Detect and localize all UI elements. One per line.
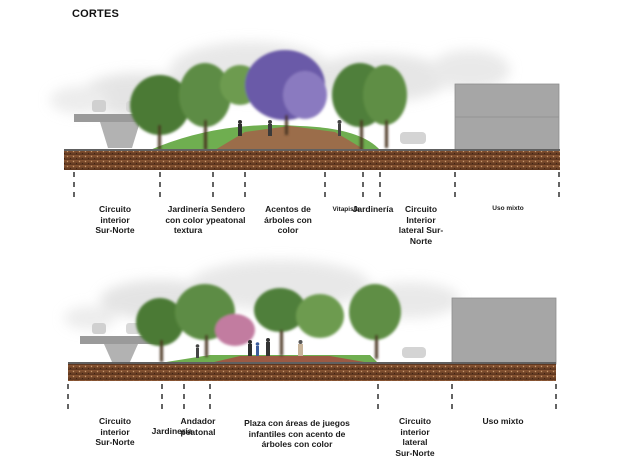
s1-building <box>454 83 560 151</box>
s1-label-jardineria-color: Jardinería con color y textura <box>165 204 211 235</box>
s1-label-vitapista: Vitapista <box>332 206 360 213</box>
s1-label-uso-mixto: Uso mixto <box>492 205 524 212</box>
s2-building <box>451 297 557 365</box>
s2-label-andador-peatonal: Andador peatonal <box>180 416 216 437</box>
s2-people <box>195 338 303 358</box>
s1-people <box>238 120 342 136</box>
s1-soil <box>64 150 560 170</box>
s2-plaza <box>210 356 370 363</box>
s1-dividers <box>73 172 560 202</box>
s1-car <box>400 132 426 144</box>
s2-car <box>402 347 426 358</box>
s2-dividers <box>67 384 557 414</box>
s2-label-plaza-juegos: Plaza con áreas de juegos infantiles con… <box>244 418 350 449</box>
s2-label-jardineria: Jardinería <box>151 426 193 436</box>
page-title: CORTES <box>72 8 120 20</box>
s2-label-circuito-interior: Circuito interior Sur-Norte <box>95 416 135 447</box>
s1-label-jardineria: Jardinería <box>352 204 394 214</box>
s1-label-sendero-peatonal: Sendero peatonal <box>210 204 246 225</box>
s1-label-circuito-interior: Circuito interior Sur-Norte <box>95 204 135 235</box>
s2-soil <box>68 363 556 381</box>
s2-label-uso-mixto: Uso mixto <box>482 416 524 426</box>
s1-label-circuito-lateral: Circuito Interior lateral Sur- Norte <box>398 204 444 246</box>
s2-trees <box>136 284 401 362</box>
s1-path <box>215 126 365 150</box>
s1-label-acentos-arboles: Acentos de árboles con color <box>264 204 312 235</box>
s2-highway-bridge <box>80 323 160 362</box>
s1-trees <box>130 50 407 150</box>
s2-label-circuito-lateral: Circuito interior lateral Sur-Norte <box>395 416 435 458</box>
